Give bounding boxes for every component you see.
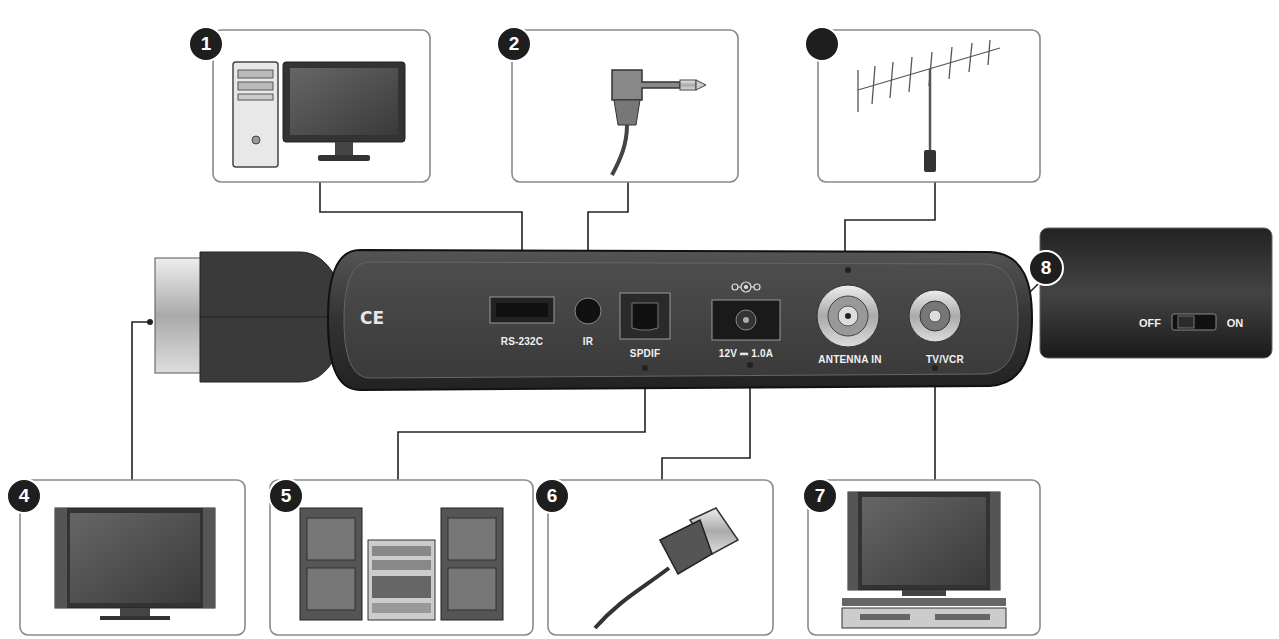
switch-label: ON [1227,317,1244,329]
antenna-icon [858,40,1000,150]
ce-mark: CE [360,308,384,328]
port-label: ANTENNA IN [818,354,881,365]
label-anchor: 2 [509,33,520,55]
label-anchor: ANTENNA IN [818,349,881,367]
label-anchor: 5 [281,485,292,507]
label-anchor: CE [360,308,384,328]
picture-boxes [20,30,1040,635]
label-anchor: RS-232C [501,331,544,349]
callout-discs [7,27,1063,513]
port-label: RS-232C [501,336,544,347]
label-anchor: 7 [815,485,826,507]
power-switch [1172,314,1216,330]
label-anchor: OFF [1139,313,1161,331]
tv-icon [55,508,215,620]
callout-number: 4 [19,485,30,507]
antenna-plug [924,150,936,172]
label-anchor: 4 [19,485,30,507]
ir-plug-icon [612,70,706,175]
callout-number: 1 [201,33,212,55]
label-anchor: IR [583,331,593,349]
label-anchor: 8 [1041,257,1052,279]
port-label: SPDIF [630,348,660,359]
tv-vcr-icon [842,492,1006,628]
dc-plug-icon [595,508,738,628]
callout-number: 8 [1041,257,1052,279]
stereo-icon [300,508,503,620]
callout-number: 5 [281,485,292,507]
callout-number: 6 [547,485,558,507]
port-label: IR [583,336,593,347]
pc-icon [233,62,405,167]
port-label: 12V ⎓ 1.0A [719,348,773,360]
label-anchor: 12V ⎓ 1.0A [719,343,773,361]
set-top-stick [147,250,1032,390]
leader-lines [132,182,1052,480]
switch-box [1040,228,1272,358]
label-anchor: TV/VCR [926,349,964,367]
label-anchor: ON [1227,313,1244,331]
callout-number: 2 [509,33,520,55]
label-anchor: 1 [201,33,212,55]
label-anchor: 6 [547,485,558,507]
port-label: TV/VCR [926,354,964,365]
label-anchor: SPDIF [630,343,660,361]
callout-number: 7 [815,485,826,507]
switch-label: OFF [1139,317,1161,329]
